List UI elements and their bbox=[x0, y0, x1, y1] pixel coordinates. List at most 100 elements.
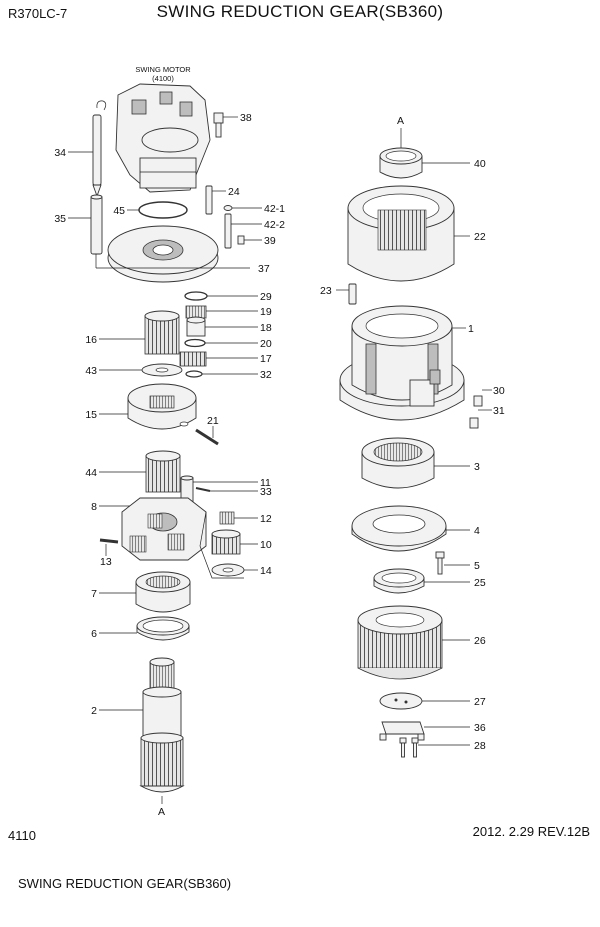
part-10-planet-gear: 10 bbox=[211, 529, 272, 555]
part-11-shaft: 11 bbox=[180, 475, 271, 505]
callout-39: 39 bbox=[264, 235, 276, 247]
part-37-cover: 37 bbox=[95, 225, 270, 283]
swing-motor: SWING MOTOR (4100) bbox=[115, 65, 211, 193]
part-45-o-ring: 45 bbox=[113, 201, 188, 219]
callout-19: 19 bbox=[260, 306, 272, 318]
callout-44: 44 bbox=[85, 467, 97, 479]
part-17-gear: 17 bbox=[179, 351, 272, 367]
callout-25: 25 bbox=[474, 577, 486, 589]
callout-22: 22 bbox=[474, 231, 486, 243]
callout-18: 18 bbox=[260, 322, 272, 334]
part-14-thrust-washer: 14 bbox=[211, 563, 272, 577]
part-1-housing: 1 bbox=[339, 305, 474, 421]
part-44-sun-gear: 44 bbox=[85, 450, 181, 493]
swing-motor-code: (4100) bbox=[152, 74, 174, 83]
part-7-bearing: 7 bbox=[91, 571, 191, 613]
swing-motor-name: SWING MOTOR bbox=[135, 65, 191, 74]
callout-32: 32 bbox=[260, 369, 272, 381]
part-32-ring: 32 bbox=[185, 369, 272, 381]
revision-date: 2012. 2.29 REV.12B bbox=[472, 824, 590, 839]
callout-28: 28 bbox=[474, 740, 486, 752]
part-42-1-plug: 42-1 bbox=[223, 203, 285, 215]
callout-4: 4 bbox=[474, 525, 480, 537]
part-27-plate: 27 bbox=[379, 692, 486, 710]
callout-29: 29 bbox=[260, 291, 272, 303]
part-36-lock-plate: 36 bbox=[379, 721, 486, 741]
callout-45: 45 bbox=[113, 205, 125, 217]
callout-26: 26 bbox=[474, 635, 486, 647]
part-24-pin: 24 bbox=[205, 185, 240, 215]
callout-17: 17 bbox=[260, 353, 272, 365]
callout-34: 34 bbox=[54, 147, 66, 159]
callout-21: 21 bbox=[207, 415, 219, 427]
section-label-bottom: A bbox=[158, 806, 165, 818]
callout-12: 12 bbox=[260, 513, 272, 525]
callout-36: 36 bbox=[474, 722, 486, 734]
part-28-bolt: 28 bbox=[399, 737, 486, 758]
model-label: R370LC-7 bbox=[8, 6, 68, 21]
part-22-ring-gear: 22 bbox=[347, 185, 486, 282]
group-bracket bbox=[199, 511, 244, 579]
callout-10: 10 bbox=[260, 539, 272, 551]
callout-42-1: 42-1 bbox=[264, 203, 285, 215]
page-number: 4110 bbox=[8, 828, 36, 843]
callout-37: 37 bbox=[258, 263, 270, 275]
part-30-screw: 30 bbox=[473, 385, 505, 407]
part-8-carrier: 8 bbox=[91, 497, 207, 561]
callout-6: 6 bbox=[91, 628, 97, 640]
callout-5: 5 bbox=[474, 560, 480, 572]
part-23-pin: 23 bbox=[320, 283, 357, 305]
callout-1: 1 bbox=[468, 323, 474, 335]
callout-42-2: 42-2 bbox=[264, 219, 285, 231]
section-marker-top: A bbox=[397, 115, 404, 148]
callout-7: 7 bbox=[91, 588, 97, 600]
callout-27: 27 bbox=[474, 696, 486, 708]
page-title: SWING REDUCTION GEAR(SB360) bbox=[156, 2, 444, 21]
callout-30: 30 bbox=[493, 385, 505, 397]
callout-13: 13 bbox=[100, 556, 112, 568]
part-31-screw: 31 bbox=[469, 405, 505, 429]
callout-31: 31 bbox=[493, 405, 505, 417]
callout-38: 38 bbox=[240, 112, 252, 124]
part-5-bolt: 5 bbox=[435, 551, 480, 575]
part-40-ring: 40 bbox=[379, 147, 486, 179]
part-39-plug: 39 bbox=[237, 235, 276, 247]
callout-3: 3 bbox=[474, 461, 480, 473]
callout-16: 16 bbox=[85, 334, 97, 346]
part-12-needle-bearing: 12 bbox=[219, 511, 272, 525]
part-19-bearing: 19 bbox=[185, 305, 272, 319]
callout-2: 2 bbox=[91, 705, 97, 717]
part-43-thrust-washer: 43 bbox=[85, 363, 183, 377]
part-6-seal: 6 bbox=[91, 616, 190, 641]
callout-33: 33 bbox=[260, 486, 272, 498]
callout-20: 20 bbox=[260, 338, 272, 350]
part-33-pin: 33 bbox=[195, 486, 272, 498]
part-18-collar: 18 bbox=[186, 316, 272, 337]
part-4-cover-plate: 4 bbox=[351, 505, 480, 552]
callout-35: 35 bbox=[54, 213, 66, 225]
part-15-carrier: 15 bbox=[85, 383, 197, 430]
callout-43: 43 bbox=[85, 365, 97, 377]
part-21-pin: 21 bbox=[195, 415, 219, 446]
part-35-pipe: 35 bbox=[54, 194, 103, 255]
part-20-washer: 20 bbox=[184, 338, 272, 350]
callout-14: 14 bbox=[260, 565, 272, 577]
part-3-bearing: 3 bbox=[361, 437, 480, 489]
callout-40: 40 bbox=[474, 158, 486, 170]
part-16-sun-gear: 16 bbox=[85, 310, 180, 355]
callout-8: 8 bbox=[91, 501, 97, 513]
part-25-seal: 25 bbox=[373, 568, 486, 594]
part-29-ring: 29 bbox=[184, 291, 272, 303]
part-34-dipstick: 34 bbox=[54, 100, 107, 198]
callout-23: 23 bbox=[320, 285, 332, 297]
part-13-pin: 13 bbox=[99, 538, 119, 568]
part-42-2-pipe: 42-2 bbox=[224, 213, 285, 249]
footer-caption: SWING REDUCTION GEAR(SB360) bbox=[18, 876, 232, 891]
part-26-gear: 26 bbox=[357, 605, 486, 680]
callout-11: 11 bbox=[260, 477, 271, 489]
part-38-bolt: 38 bbox=[213, 112, 252, 138]
callout-15: 15 bbox=[85, 409, 97, 421]
part-2-pinion-shaft: 2 A bbox=[91, 657, 185, 818]
callout-24: 24 bbox=[228, 186, 240, 198]
